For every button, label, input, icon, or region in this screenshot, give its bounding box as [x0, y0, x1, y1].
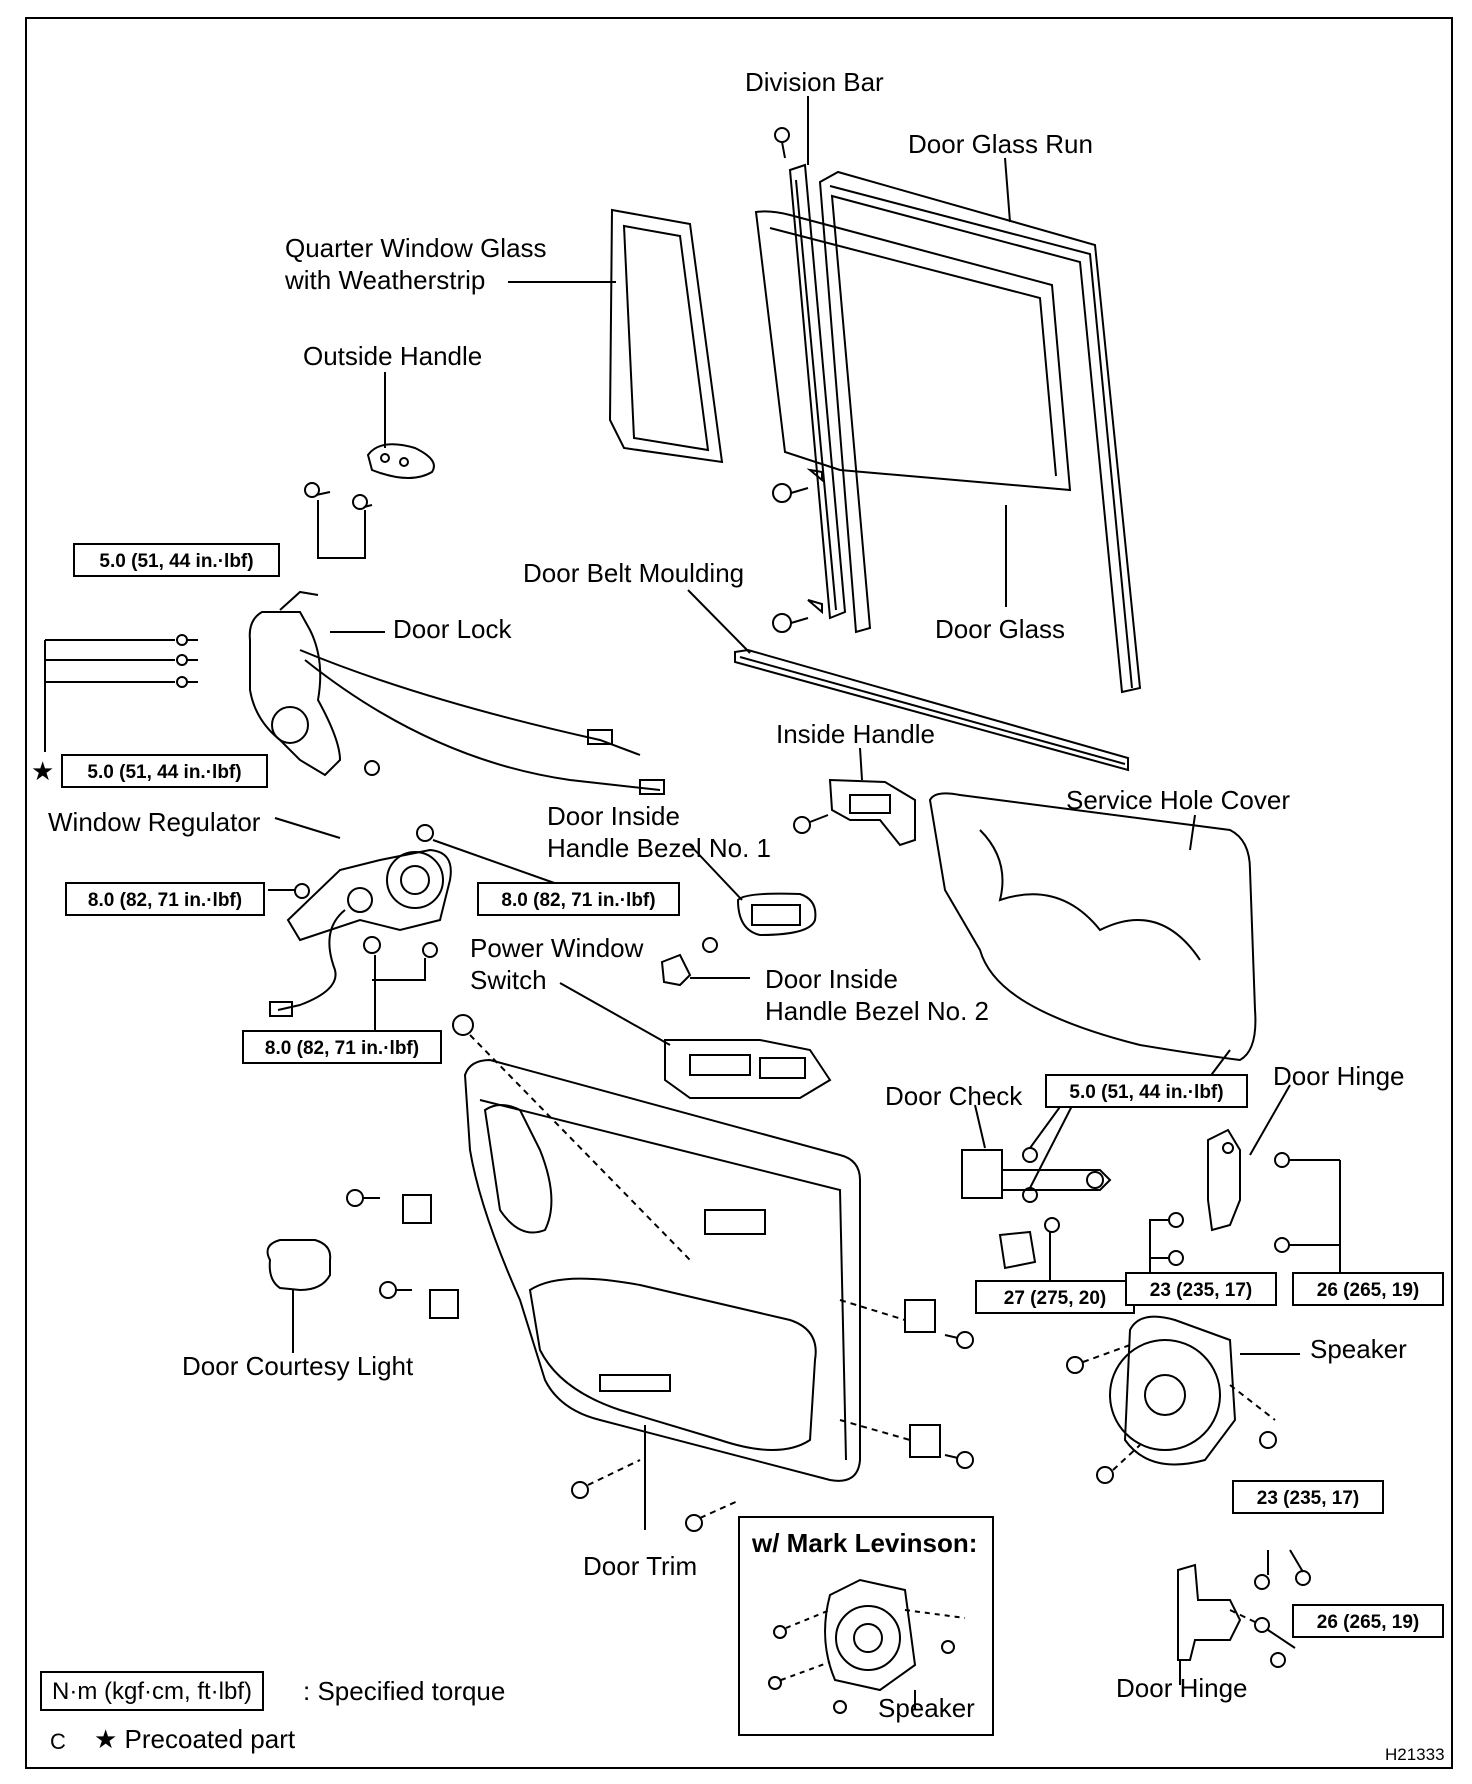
- legend-precoat-desc: ★ Precoated part: [94, 1724, 296, 1754]
- torque-door-lock: 5.0 (51, 44 in.·lbf): [61, 754, 268, 788]
- torque-outside-handle: 5.0 (51, 44 in.·lbf): [73, 543, 280, 577]
- label-power-window-line2: Switch: [470, 965, 547, 995]
- label-door-hinge-top: Door Hinge: [1273, 1061, 1405, 1091]
- torque-hinge-top-a: 23 (235, 17): [1125, 1272, 1277, 1306]
- door-lock-shape: [44, 590, 665, 795]
- label-door-trim: Door Trim: [583, 1551, 698, 1581]
- label-bezel-1-line1: Door Inside: [547, 801, 680, 831]
- torque-hinge-bottom-a: 23 (235, 17): [1232, 1480, 1384, 1514]
- service-hole-cover-shape: [928, 792, 1257, 1062]
- division-bar-shape: [788, 163, 847, 620]
- door-courtesy-light-shape: [266, 1239, 332, 1353]
- label-bezel-2-line1: Door Inside: [765, 964, 898, 994]
- label-division-bar: Division Bar: [745, 67, 884, 97]
- torque-regulator-left: 8.0 (82, 71 in.·lbf): [65, 882, 265, 916]
- label-door-belt-moulding: Door Belt Moulding: [523, 558, 745, 588]
- legend-c-mark: C: [50, 1729, 66, 1754]
- label-door-glass-run: Door Glass Run: [908, 129, 1093, 159]
- torque-hinge-top-b: 26 (265, 19): [1292, 1272, 1444, 1306]
- label-inset-speaker: Speaker: [878, 1693, 975, 1723]
- door-check-shape: [961, 1099, 1112, 1280]
- precoated-star-icon: ★: [31, 756, 55, 786]
- label-window-regulator: Window Regulator: [48, 807, 261, 837]
- door-glass-run-shape: [818, 170, 1142, 694]
- label-door-check: Door Check: [885, 1081, 1023, 1111]
- door-hinge-top-shape: [1149, 1084, 1341, 1280]
- window-regulator-shape: [268, 817, 561, 1030]
- torque-door-check-lower: 27 (275, 20): [975, 1280, 1135, 1314]
- door-trim-shape: [452, 1014, 861, 1482]
- outside-handle-shape: [304, 382, 435, 559]
- drawing-code: H21333: [1385, 1745, 1445, 1764]
- bezel-1-shape: [689, 844, 817, 937]
- label-quarter-window-glass: Quarter Window Glass: [285, 233, 547, 263]
- torque-door-check: 5.0 (51, 44 in.·lbf): [1045, 1074, 1248, 1108]
- label-door-hinge-bottom: Door Hinge: [1116, 1673, 1248, 1703]
- label-bezel-2-line2: Handle Bezel No. 2: [765, 996, 990, 1026]
- speaker-shape: [1066, 1315, 1300, 1484]
- label-inside-handle: Inside Handle: [776, 719, 935, 749]
- door-belt-moulding-shape: [734, 648, 1129, 772]
- door-hinge-bottom-shape: [1177, 1549, 1311, 1685]
- torque-hinge-bottom-b: 26 (265, 19): [1292, 1604, 1444, 1638]
- power-window-switch-shape: [559, 982, 832, 1099]
- quarter-window-glass-shape: [608, 208, 724, 464]
- legend-torque-unit: N·m (kgf·cm, ft·lbf): [40, 1671, 264, 1711]
- inside-handle-shape: [793, 778, 916, 847]
- inset-title: w/ Mark Levinson:: [752, 1528, 978, 1558]
- legend-torque-desc: : Specified torque: [303, 1676, 506, 1706]
- label-bezel-1-line2: Handle Bezel No. 1: [547, 833, 772, 863]
- door-glass-shape: [754, 210, 1072, 492]
- mark-levinson-inset: w/ Mark Levinson: Speaker: [738, 1516, 994, 1736]
- diagram-frame: [25, 17, 1453, 1769]
- label-with-weatherstrip: with Weatherstrip: [285, 265, 486, 295]
- label-outside-handle: Outside Handle: [303, 341, 483, 371]
- inset-speaker-shape: [768, 1578, 966, 1714]
- label-door-glass: Door Glass: [935, 614, 1066, 644]
- label-door-courtesy-light: Door Courtesy Light: [182, 1351, 414, 1381]
- bezel-2-shape: [660, 937, 750, 987]
- label-service-hole-cover: Service Hole Cover: [1066, 785, 1290, 815]
- trim-clips: [346, 1189, 974, 1532]
- torque-regulator-right: 8.0 (82, 71 in.·lbf): [477, 882, 680, 916]
- label-door-lock: Door Lock: [393, 614, 512, 644]
- label-power-window-line1: Power Window: [470, 933, 644, 963]
- torque-regulator-bottom: 8.0 (82, 71 in.·lbf): [242, 1030, 442, 1064]
- division-bar-screws: [772, 127, 823, 633]
- label-speaker: Speaker: [1310, 1334, 1407, 1364]
